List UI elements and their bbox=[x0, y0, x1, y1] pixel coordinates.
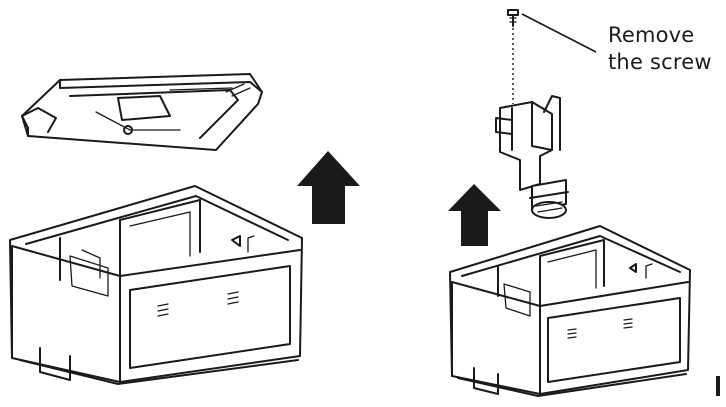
callout-leader-line bbox=[521, 13, 597, 53]
lift-arrow-right bbox=[448, 184, 501, 246]
base-unit-right bbox=[449, 225, 691, 397]
callout-line-1: Remove bbox=[608, 23, 695, 47]
page-corner-mark bbox=[716, 376, 720, 396]
base-unit-left bbox=[9, 185, 303, 385]
lift-arrow-left bbox=[297, 151, 360, 224]
remove-screw-callout: Remove the screw bbox=[608, 22, 712, 76]
callout-line-2: the screw bbox=[608, 50, 712, 74]
top-cover-plate bbox=[21, 73, 263, 151]
screw-icon bbox=[507, 9, 519, 27]
valve-bracket bbox=[495, 95, 569, 219]
